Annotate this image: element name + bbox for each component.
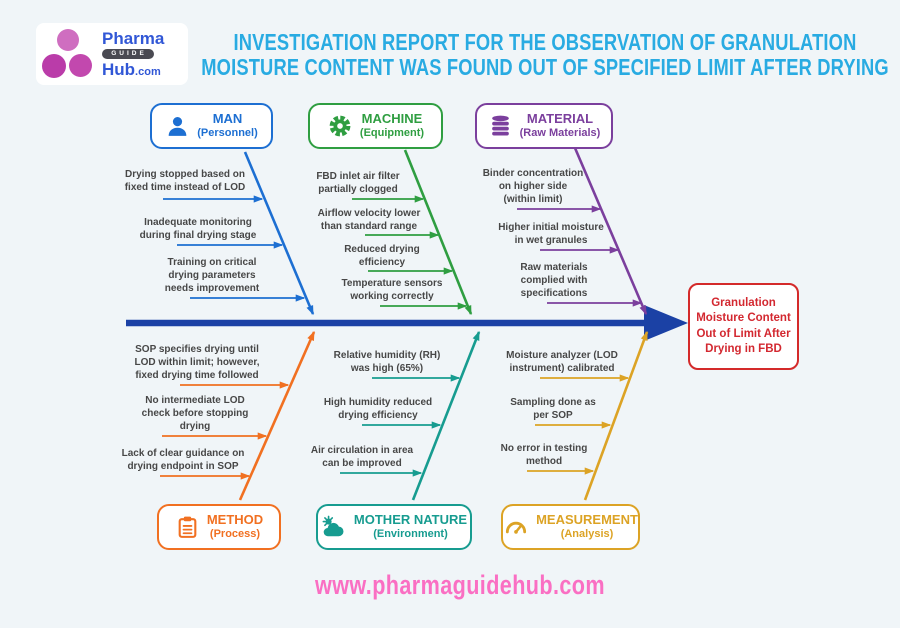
page-title-line1: INVESTIGATION REPORT FOR THE OBSERVATION… bbox=[233, 29, 857, 55]
logo-circle bbox=[69, 54, 92, 77]
logo-circle bbox=[57, 29, 79, 51]
cause-text: Sampling done as per SOP bbox=[510, 397, 596, 421]
category-name: MACHINE bbox=[361, 111, 423, 127]
logo-guide-badge: GUIDE bbox=[102, 49, 154, 59]
category-machine: MACHINE (Equipment) bbox=[308, 103, 443, 149]
effect-box: Granulation Moisture Content Out of Limi… bbox=[688, 283, 799, 370]
sun-cloud-icon bbox=[321, 514, 347, 540]
logo-brand-hub: Hub.com bbox=[102, 59, 161, 79]
cause-text: Reduced drying efficiency bbox=[344, 244, 420, 268]
branch-line-measurement bbox=[583, 330, 649, 501]
category-measurement: MEASUREMENT (Analysis) bbox=[501, 504, 640, 550]
branch-line-nature bbox=[411, 330, 481, 501]
category-subtitle: (Environment) bbox=[373, 528, 448, 541]
category-name: METHOD bbox=[206, 512, 264, 528]
gear-icon bbox=[327, 113, 353, 139]
branch-line-method bbox=[238, 330, 316, 501]
cause-text: FBD inlet air filter partially clogged bbox=[316, 171, 400, 195]
cause-text: Inadequate monitoring during final dryin… bbox=[139, 217, 257, 241]
logo-circle bbox=[42, 54, 66, 78]
category-name: MOTHER NATURE bbox=[353, 512, 468, 528]
cause-text: Binder concentration on higher side (wit… bbox=[482, 168, 584, 205]
spine-arrowhead bbox=[644, 305, 688, 341]
logo-circles-icon bbox=[40, 27, 98, 81]
category-name: MAN bbox=[212, 111, 243, 127]
person-icon bbox=[165, 114, 190, 139]
cause-text: High humidity reduced drying efficiency bbox=[323, 397, 433, 421]
category-subtitle: (Raw Materials) bbox=[519, 127, 601, 140]
cause-text: No intermediate LOD check before stoppin… bbox=[141, 395, 249, 432]
clipboard-icon bbox=[175, 515, 200, 540]
cause-text: Higher initial moisture in wet granules bbox=[498, 222, 604, 246]
logo-brand-pharma: Pharma bbox=[102, 29, 165, 49]
category-name: MATERIAL bbox=[526, 111, 594, 127]
logo-domain-suffix: .com bbox=[135, 65, 161, 78]
category-name: MEASUREMENT bbox=[536, 512, 638, 528]
branch-line-material bbox=[573, 147, 648, 316]
cause-text: Drying stopped based on fixed time inste… bbox=[124, 169, 246, 193]
cause-text: SOP specifies drying until LOD within li… bbox=[134, 344, 260, 381]
category-mother-nature: MOTHER NATURE (Environment) bbox=[316, 504, 472, 550]
category-subtitle: (Equipment) bbox=[359, 127, 425, 140]
gauge-icon bbox=[503, 514, 529, 540]
cause-text: Training on critical drying parameters n… bbox=[164, 257, 260, 294]
cause-text: Moisture analyzer (LOD instrument) calib… bbox=[506, 350, 618, 374]
cause-text: No error in testing method bbox=[500, 443, 588, 467]
category-subtitle: (Process) bbox=[209, 528, 261, 541]
website-url: www.pharmaguidehub.com bbox=[314, 570, 606, 600]
database-icon bbox=[488, 114, 513, 139]
branch-line-man bbox=[243, 151, 315, 316]
cause-text: Air circulation in area can be improved bbox=[310, 445, 414, 469]
cause-text: Temperature sensors working correctly bbox=[341, 278, 443, 302]
category-subtitle: (Analysis) bbox=[560, 528, 614, 541]
category-man: MAN (Personnel) bbox=[150, 103, 273, 149]
cause-text: Lack of clear guidance on drying endpoin… bbox=[121, 448, 245, 472]
category-material: MATERIAL (Raw Materials) bbox=[475, 103, 613, 149]
cause-text: Relative humidity (RH) was high (65%) bbox=[333, 350, 441, 374]
page-title-line2: MOISTURE CONTENT WAS FOUND OUT OF SPECIF… bbox=[201, 54, 889, 80]
category-method: METHOD (Process) bbox=[157, 504, 281, 550]
category-subtitle: (Personnel) bbox=[197, 127, 258, 140]
cause-text: Airflow velocity lower than standard ran… bbox=[317, 208, 421, 232]
cause-text: Raw materials complied with specificatio… bbox=[520, 262, 588, 299]
pharmaguidehub-logo: Pharma GUIDE Hub.com bbox=[36, 23, 188, 85]
page-title: INVESTIGATION REPORT FOR THE OBSERVATION… bbox=[201, 30, 889, 80]
